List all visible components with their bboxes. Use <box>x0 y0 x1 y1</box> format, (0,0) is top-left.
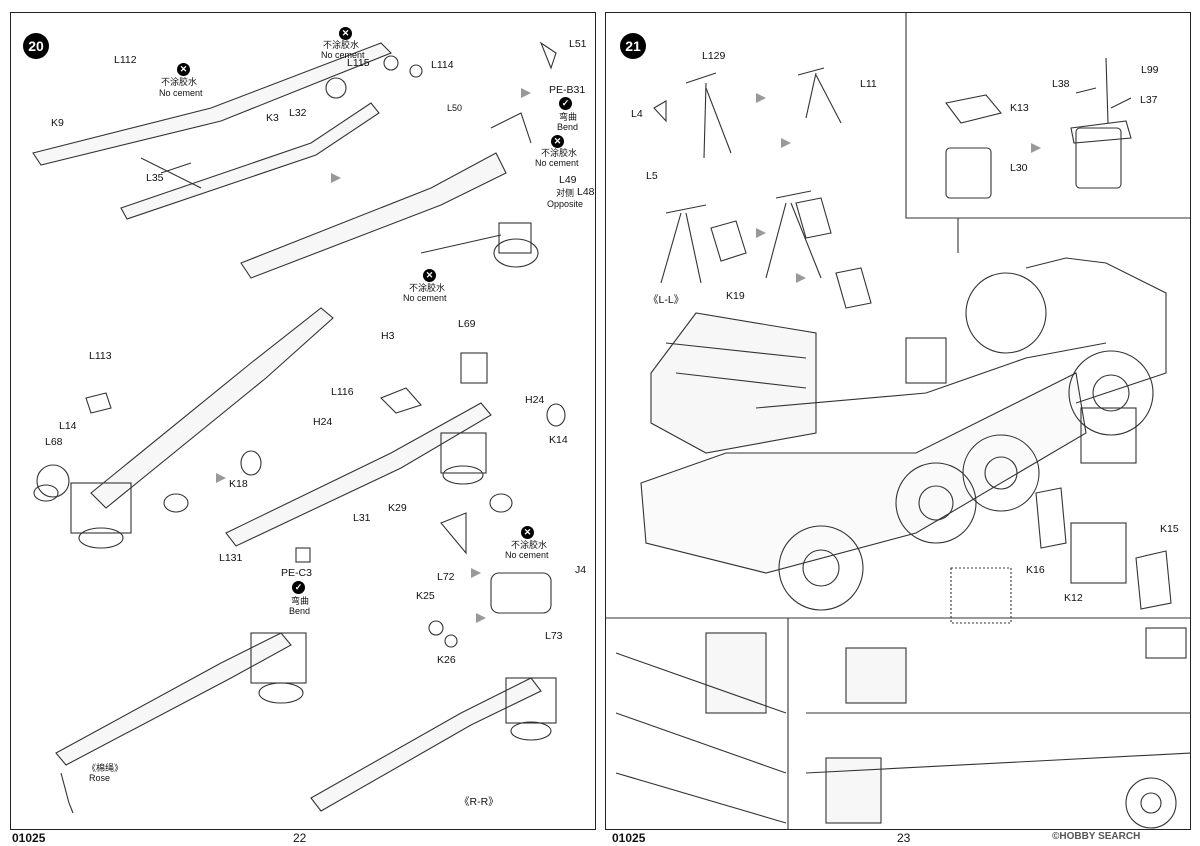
part-label-l131: L131 <box>219 552 243 564</box>
part-label-l51: L51 <box>569 38 587 50</box>
part-label-l38: L38 <box>1052 78 1070 90</box>
note-no-cement-cn: 不涂胶水 <box>323 40 360 50</box>
no-cement-icon: ✕ <box>339 27 352 40</box>
page-number-23: 23 <box>897 831 911 845</box>
page-number-22: 22 <box>293 831 307 845</box>
step-20-line-art <box>32 41 566 814</box>
part-label-l99: L99 <box>1141 64 1159 76</box>
note-no-cement-en: No cement <box>159 88 203 98</box>
no-cement-icon: ✕ <box>521 526 534 539</box>
part-label-l50: L50 <box>447 103 463 113</box>
part-label-h24: H24 <box>313 416 333 428</box>
part-label-h3: H3 <box>381 330 395 342</box>
note-bend-en: Bend <box>289 606 311 616</box>
note-opposite-en: Opposite <box>547 199 584 209</box>
note-bend-en: Bend <box>557 122 579 132</box>
part-label-l113: L113 <box>89 350 112 362</box>
part-label-l5: L5 <box>646 170 658 182</box>
part-label-l14: L14 <box>59 420 77 432</box>
instruction-page-22: 20 L112 ✕ 不涂胶水 No cement K9 L35 K3 L32 ✕… <box>10 12 596 830</box>
note-no-cement-en: No cement <box>505 550 549 560</box>
no-cement-icon: ✕ <box>551 135 564 148</box>
step-number-21: 21 <box>620 33 646 59</box>
part-label-l72: L72 <box>437 571 455 583</box>
step-21-line-art <box>606 13 1190 829</box>
part-label-l129: L129 <box>702 50 726 62</box>
note-no-cement-cn: 不涂胶水 <box>511 540 548 550</box>
note-opposite-cn: 对侧 <box>556 188 575 198</box>
note-rose-cn: 《棉绳》 <box>87 763 124 773</box>
note-no-cement-cn: 不涂胶水 <box>409 283 446 293</box>
no-cement-icon: ✕ <box>177 63 190 76</box>
part-label-pe-c3: PE-C3 <box>281 567 312 579</box>
product-code-left: 01025 <box>12 831 46 845</box>
note-no-cement-cn: 不涂胶水 <box>541 148 578 158</box>
part-label-k26: K26 <box>437 654 456 666</box>
part-label-k13: K13 <box>1010 102 1029 114</box>
view-label-rr: 《R-R》 <box>459 796 499 808</box>
part-label-l116: L116 <box>331 386 354 398</box>
part-label-pe-b31: PE-B31 <box>549 84 586 96</box>
note-no-cement-cn: 不涂胶水 <box>161 77 198 87</box>
part-label-k9: K9 <box>51 117 64 129</box>
part-label-l114: L114 <box>431 59 454 71</box>
part-label-k15: K15 <box>1160 523 1179 535</box>
part-label-l69: L69 <box>458 318 476 330</box>
note-bend-cn: 弯曲 <box>559 112 578 122</box>
part-label-l30: L30 <box>1010 162 1028 174</box>
part-label-k19: K19 <box>726 290 745 302</box>
part-label-k14: K14 <box>549 434 568 446</box>
part-label-l11: L11 <box>860 78 877 90</box>
part-label-h24: H24 <box>525 394 545 406</box>
part-label-l49: L49 <box>559 174 577 186</box>
product-code-right: 01025 <box>612 831 646 845</box>
part-label-l37: L37 <box>1140 94 1158 106</box>
note-no-cement-en: No cement <box>535 158 579 168</box>
note-no-cement-en: No cement <box>403 293 447 303</box>
instruction-page-23: 21 L129 L4 L11 L5 K19 《L-L》 K13 L30 L38 … <box>605 12 1191 830</box>
part-label-k18: K18 <box>229 478 248 490</box>
part-label-l35: L35 <box>146 172 164 184</box>
part-label-k25: K25 <box>416 590 435 602</box>
view-label-ll: 《L-L》 <box>648 294 685 306</box>
no-cement-icon: ✕ <box>423 269 436 282</box>
part-label-l73: L73 <box>545 630 563 642</box>
watermark: ©HOBBY SEARCH <box>1052 831 1141 842</box>
part-label-l48: L48 <box>577 186 595 198</box>
part-label-j4: J4 <box>575 564 587 576</box>
part-label-k16: K16 <box>1026 564 1045 576</box>
part-label-l32: L32 <box>289 107 307 119</box>
step-number-20: 20 <box>23 33 49 59</box>
part-label-l68: L68 <box>45 436 63 448</box>
note-bend-cn: 弯曲 <box>291 596 310 606</box>
part-label-l115: L115 <box>347 57 370 69</box>
part-label-l31: L31 <box>353 512 371 524</box>
part-label-l112: L112 <box>114 54 137 66</box>
part-label-k12: K12 <box>1064 592 1083 604</box>
bend-icon: ✓ <box>292 581 305 594</box>
note-no-cement-en: No cement <box>321 50 365 60</box>
part-label-l4: L4 <box>631 108 643 120</box>
note-rose-en: Rose <box>89 773 111 783</box>
part-label-k3: K3 <box>266 112 279 124</box>
bend-icon: ✓ <box>559 97 572 110</box>
part-label-k29: K29 <box>388 502 407 514</box>
